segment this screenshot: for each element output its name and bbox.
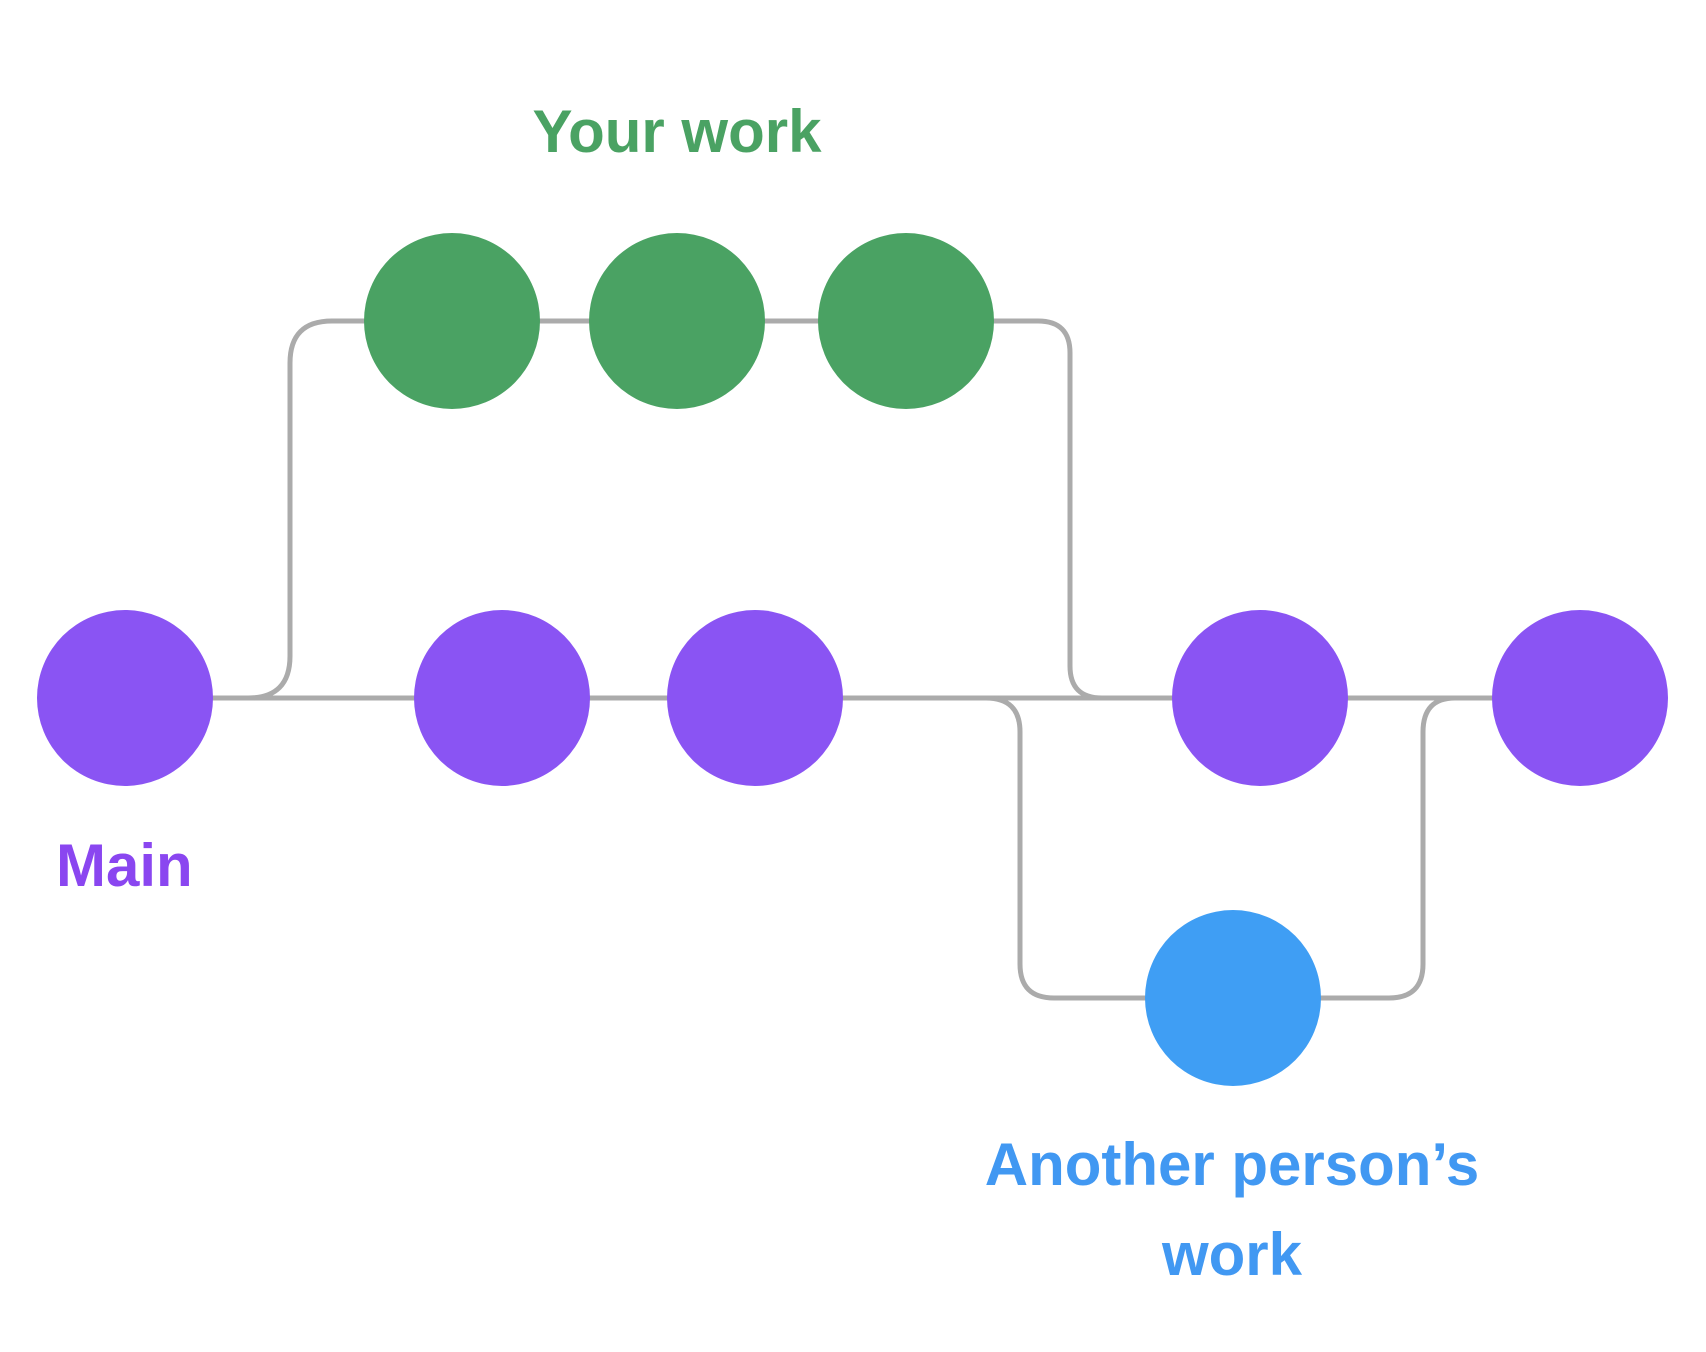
branch-label-another-person: Another person’s work xyxy=(984,1131,1480,1288)
commit-node-main xyxy=(37,610,213,786)
commit-node-main xyxy=(1172,610,1348,786)
branch-label-main: Main xyxy=(56,832,193,899)
commit-node-another-person xyxy=(1145,910,1321,1086)
commit-nodes xyxy=(37,233,1668,1086)
commit-node-your-work xyxy=(589,233,765,409)
branch-label-your-work: Your work xyxy=(532,98,822,165)
commit-node-your-work xyxy=(818,233,994,409)
commit-node-main xyxy=(667,610,843,786)
commit-node-main xyxy=(1492,610,1668,786)
branch-connector-your-work xyxy=(247,318,1103,701)
commit-node-main xyxy=(414,610,590,786)
commit-node-your-work xyxy=(364,233,540,409)
